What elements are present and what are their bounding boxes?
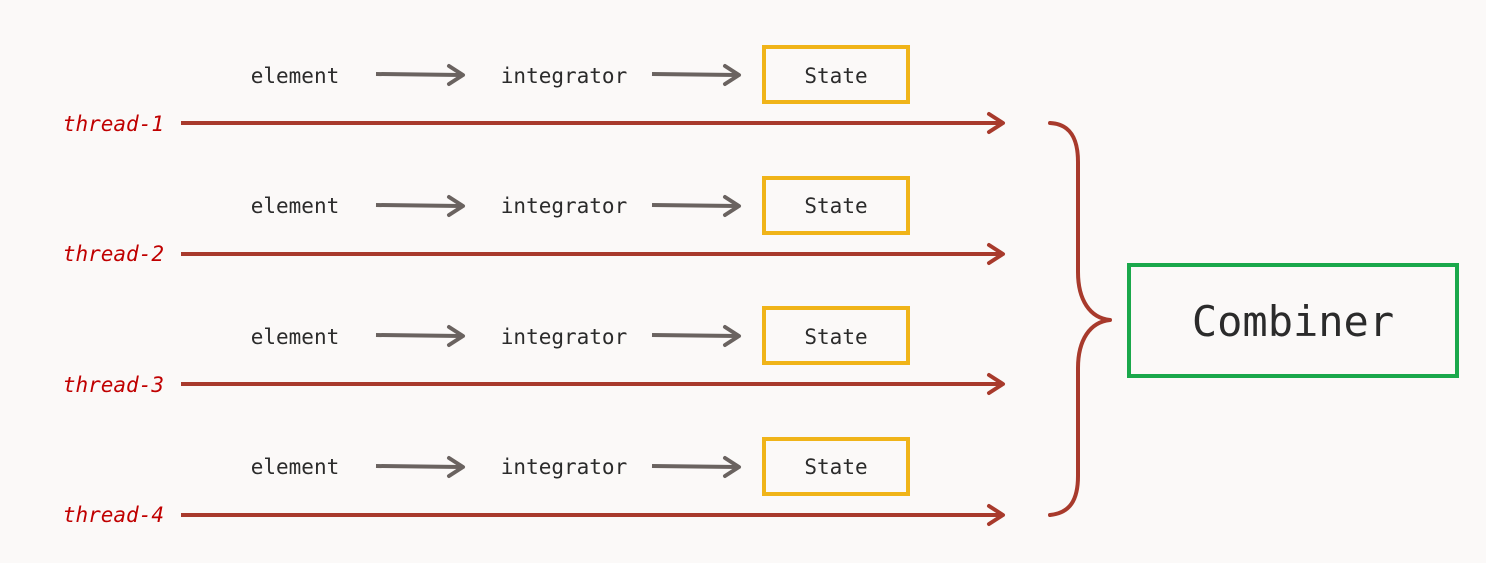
combiner: Combiner — [1127, 263, 1459, 378]
thread-label: thread-1 — [63, 112, 164, 136]
arrow-element-to-integrator — [375, 195, 465, 217]
arrow-integrator-to-state — [651, 456, 741, 478]
thread-arrow — [181, 112, 1005, 134]
combiner-label: Combiner — [1192, 297, 1394, 346]
row-3: element integrator State thread-3 — [63, 306, 1005, 397]
row-1: element integrator State thread-1 — [63, 45, 1005, 136]
arrow-element-to-integrator — [375, 325, 465, 347]
state-label: State — [804, 194, 867, 218]
arrow-element-to-integrator — [375, 456, 465, 478]
integrator-label: integrator — [501, 64, 627, 88]
thread-label: thread-3 — [63, 373, 164, 397]
element-label: element — [251, 64, 340, 88]
integrator-label: integrator — [501, 194, 627, 218]
integrator-label: integrator — [501, 325, 627, 349]
state-box — [762, 45, 910, 104]
arrow-integrator-to-state — [651, 195, 741, 217]
arrow-integrator-to-state — [651, 64, 741, 86]
row-4: element integrator State thread-4 — [63, 437, 1005, 527]
state-label: State — [804, 325, 867, 349]
thread-label: thread-2 — [63, 242, 164, 266]
state-box — [762, 306, 910, 365]
thread-arrow — [181, 504, 1005, 526]
state-box — [762, 437, 910, 496]
arrow-element-to-integrator — [375, 64, 465, 86]
curly-brace — [1048, 121, 1112, 517]
element-label: element — [251, 455, 340, 479]
combiner-box — [1127, 263, 1459, 378]
state-box — [762, 176, 910, 235]
element-label: element — [251, 194, 340, 218]
state-label: State — [804, 455, 867, 479]
thread-label: thread-4 — [63, 503, 164, 527]
thread-arrow — [181, 373, 1005, 395]
row-2: element integrator State thread-2 — [63, 176, 1005, 266]
integrator-label: integrator — [501, 455, 627, 479]
state-label: State — [804, 64, 867, 88]
arrow-integrator-to-state — [651, 325, 741, 347]
element-label: element — [251, 325, 340, 349]
thread-arrow — [181, 243, 1005, 265]
